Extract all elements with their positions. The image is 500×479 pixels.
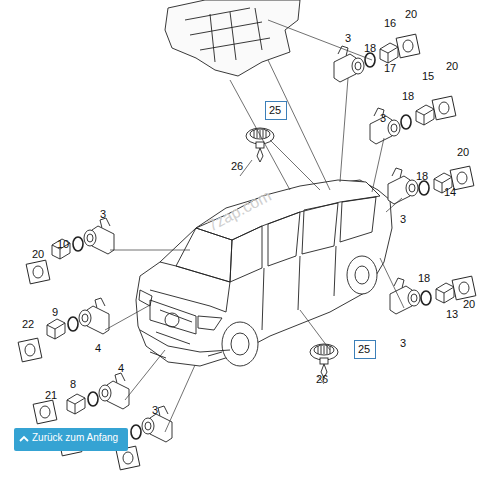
- front-hub: [231, 333, 249, 355]
- callout-number: 20: [463, 298, 475, 310]
- bracket-detail: [185, 8, 270, 62]
- front-wheel: [222, 322, 258, 366]
- callout-number: 16: [384, 17, 396, 29]
- callout-number: 22: [22, 318, 34, 330]
- sensor-bezel: [452, 276, 476, 300]
- sensor-ring: [419, 181, 429, 195]
- callout-number: 18: [364, 42, 376, 54]
- callout-number: 3: [152, 404, 158, 416]
- leader-line: [268, 20, 372, 60]
- callout-number: 20: [446, 60, 458, 72]
- car-roof: [196, 180, 380, 240]
- callout-number: 18: [402, 90, 414, 102]
- callout-number: 26: [316, 373, 328, 385]
- leader-line: [300, 310, 330, 350]
- door-lines: [262, 246, 336, 330]
- sensor-bezel: [396, 34, 420, 58]
- sensor-ring: [68, 317, 78, 331]
- headlights: [139, 290, 222, 330]
- park-sensor: [370, 108, 400, 144]
- bezel-hole: [457, 172, 467, 184]
- leader-line: [270, 140, 320, 190]
- leader-line: [230, 80, 290, 190]
- car-body: [136, 180, 392, 366]
- leader-line: [380, 258, 404, 308]
- park-sensor: [388, 168, 418, 204]
- callout-number: 15: [422, 70, 434, 82]
- bezel-hole: [40, 406, 50, 418]
- callout-number: 4: [118, 362, 124, 374]
- callout-number: 25: [358, 343, 372, 355]
- sensor-holder: [436, 283, 454, 303]
- bezel-hole: [25, 344, 35, 356]
- callout-number: 20: [405, 8, 417, 20]
- callout-number: 8: [70, 378, 76, 390]
- bezel-hole: [403, 40, 413, 52]
- back-to-top-button: Zurück zum Anfang: [14, 428, 128, 451]
- mounting-bracket: [165, 0, 300, 76]
- park-sensor: [84, 218, 114, 254]
- leader-line: [372, 138, 384, 192]
- warning-buzzer: [310, 344, 338, 378]
- button-label: Zurück zum Anfang: [32, 432, 122, 444]
- leader-line: [340, 78, 348, 182]
- grille: [150, 300, 196, 344]
- bezel-hole: [459, 282, 469, 294]
- callout-number: 26: [231, 160, 243, 172]
- callout-number: 14: [444, 186, 456, 198]
- sensor-holder: [380, 43, 398, 63]
- park-sensor: [99, 373, 129, 409]
- callout-number: 3: [400, 337, 406, 349]
- callout-number: 17: [384, 62, 396, 74]
- sensor-ring: [131, 425, 141, 439]
- sensor-holder: [47, 319, 65, 339]
- sensor-ring: [421, 291, 431, 305]
- sensor-bezel: [26, 260, 50, 284]
- bumper: [140, 330, 230, 358]
- leader-line: [125, 350, 165, 400]
- bezel-hole: [33, 266, 43, 278]
- callout-number: 3: [380, 112, 386, 124]
- park-sensor: [390, 278, 420, 314]
- sensor-bezel: [18, 338, 42, 362]
- sensor-bezel: [33, 400, 57, 424]
- rear-hub: [355, 266, 369, 284]
- sensor-ring: [365, 53, 375, 67]
- callout-number: 18: [418, 272, 430, 284]
- callout-number: 3: [345, 32, 351, 44]
- callout-number: 21: [45, 389, 57, 401]
- sensor-holder: [67, 394, 85, 414]
- callout-number: 13: [446, 308, 458, 320]
- up-arrow-icon: [19, 434, 29, 444]
- sensor-ring: [401, 115, 411, 129]
- sensor-ring: [88, 392, 98, 406]
- callout-number: 4: [95, 342, 101, 354]
- leader-line: [165, 365, 195, 432]
- bezel-hole: [439, 102, 449, 114]
- leader-line: [105, 305, 150, 330]
- badge: [165, 313, 179, 327]
- callout-number: 25: [269, 104, 283, 116]
- callout-number: 9: [52, 306, 58, 318]
- park-sensor: [79, 298, 109, 334]
- leader-line: [110, 250, 190, 251]
- sensor-holder: [52, 239, 70, 259]
- leader-line: [268, 60, 330, 190]
- callout-number: 3: [100, 208, 106, 220]
- callout-number: 18: [416, 170, 428, 182]
- sensor-holder: [416, 105, 434, 125]
- sensor-bezel: [432, 96, 456, 120]
- warning-buzzer: [246, 128, 274, 162]
- sensor-ring: [73, 237, 83, 251]
- callout-box: 25: [265, 101, 287, 120]
- callout-number: 20: [32, 248, 44, 260]
- rear-wheel: [347, 256, 377, 294]
- callout-number: 10: [57, 238, 69, 250]
- bezel-hole: [123, 452, 133, 464]
- leader-line: [386, 198, 402, 212]
- callout-number: 3: [400, 213, 406, 225]
- callout-number: 20: [457, 146, 469, 158]
- callout-box: 25: [354, 340, 376, 359]
